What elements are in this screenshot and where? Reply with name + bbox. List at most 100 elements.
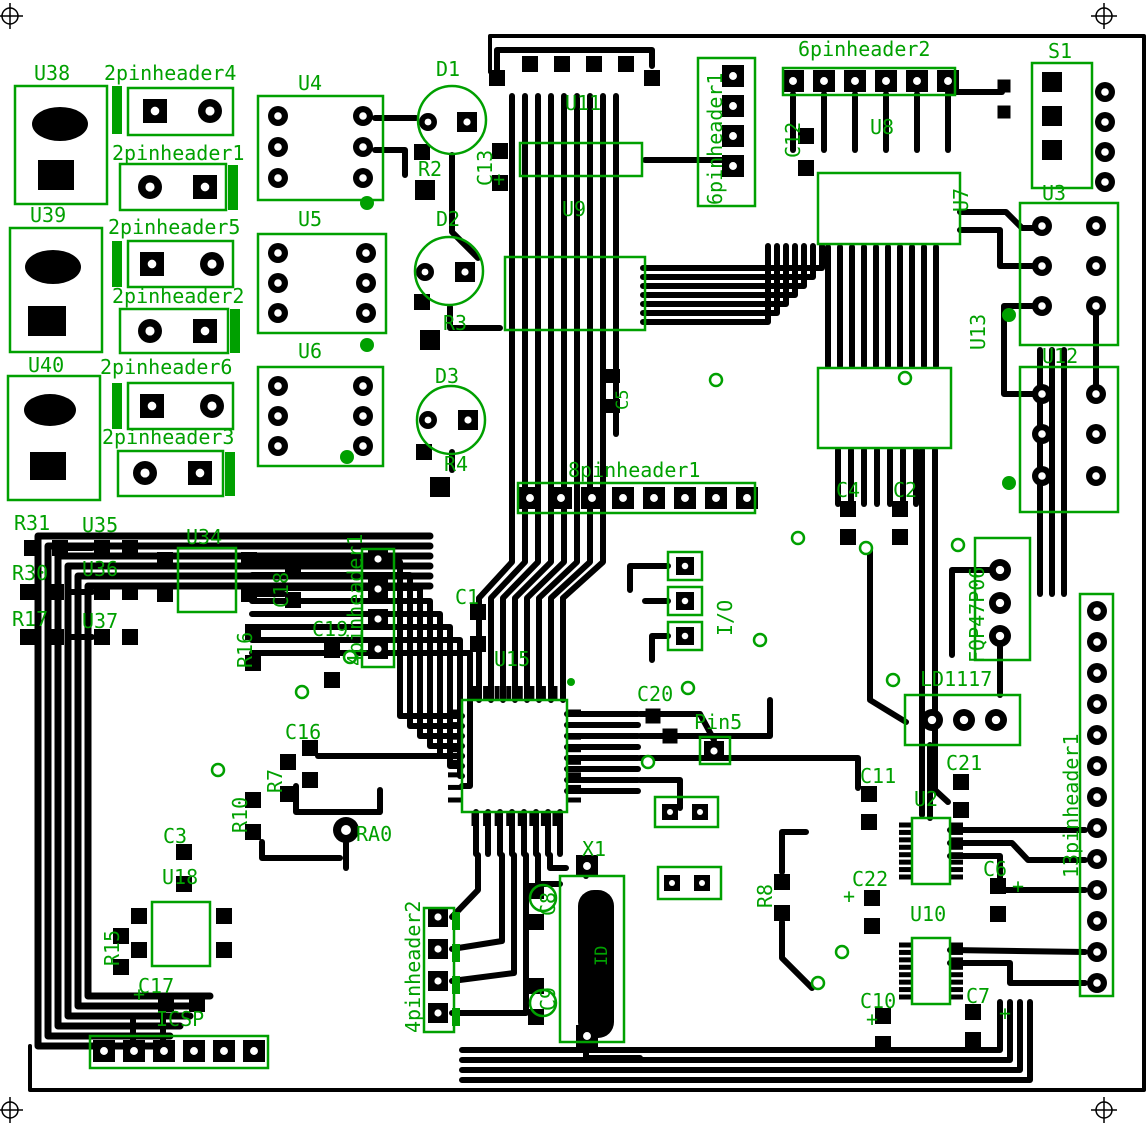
silkscreen-label: ID (592, 946, 612, 966)
silkscreen-label: R30 (12, 561, 48, 585)
qfp-pin (448, 722, 462, 728)
square-pad (522, 56, 538, 72)
silkscreen-outline (176, 546, 238, 614)
via (810, 975, 826, 991)
qfp-pin (448, 747, 462, 753)
pad-hole (1038, 390, 1046, 398)
silkscreen-label: 2pinheader3 (102, 425, 234, 449)
silkscreen-label: R31 (14, 511, 50, 535)
qfp-pin (540, 812, 546, 826)
silkscreen-label: C10 (860, 989, 896, 1013)
silkscreen-outline (973, 536, 1032, 662)
pad-hole (1093, 638, 1101, 646)
trace (947, 840, 1088, 863)
silkscreen-outline (88, 1034, 270, 1070)
square-pad (644, 70, 660, 86)
pad-hole (1092, 222, 1100, 230)
silkscreen-label: U7 (949, 188, 973, 212)
soic-pin (899, 822, 912, 828)
trace (547, 852, 569, 871)
square-pad (1042, 140, 1062, 160)
silkscreen-label: LD1117 (920, 667, 992, 691)
pad-hole (729, 102, 737, 110)
silkscreen-outline (1018, 201, 1120, 347)
pad-hole (274, 174, 282, 182)
square-pad (528, 883, 544, 899)
silkscreen-label: 2pinheader4 (104, 61, 236, 85)
silkscreen-label: C9 (536, 987, 560, 1011)
silkscreen-outline (698, 735, 732, 766)
silkscreen-label: C3 (163, 824, 187, 848)
pad-hole (1092, 262, 1100, 270)
trace (637, 755, 861, 791)
relay-coil (24, 394, 76, 426)
pad-hole (1093, 917, 1101, 925)
silkscreen-label: S1 (1048, 39, 1072, 63)
trace (640, 243, 771, 325)
silkscreen-outline (1078, 592, 1115, 998)
square-pad (618, 56, 634, 72)
pad-hole (1038, 302, 1046, 310)
pad-hole (913, 77, 921, 85)
pad-hole (274, 412, 282, 420)
square-pad (157, 586, 173, 602)
via (950, 537, 966, 553)
pad-hole (959, 715, 969, 725)
square-pad (953, 774, 969, 790)
silkscreen-label: R17 (12, 607, 48, 631)
silkscreen-label: R16 (233, 632, 257, 668)
pad-hole (1092, 430, 1100, 438)
silkscreen-label: R8 (753, 884, 777, 908)
silkscreen-circle (528, 988, 558, 1018)
silkscreen-outline (256, 232, 388, 335)
square-pad (997, 79, 1011, 93)
pad-hole (681, 562, 689, 570)
soic-pin (950, 942, 963, 948)
silkscreen-outline (910, 936, 952, 1006)
soic-pin (899, 994, 912, 1000)
pad-hole (150, 106, 160, 116)
square-pad (416, 444, 432, 460)
relay-coil (25, 250, 81, 284)
silkscreen-outline (653, 795, 720, 829)
pad-hole (1093, 669, 1101, 677)
qfp-pin (517, 812, 523, 826)
silkscreen-outline (256, 94, 385, 202)
silkscreen-outline (118, 307, 230, 355)
pad-hole (250, 1047, 258, 1055)
pad-hole (274, 442, 282, 450)
silkscreen-label: U3 (1042, 181, 1066, 205)
silkscreen-outline (656, 865, 723, 901)
silkscreen-label: U36 (82, 557, 118, 581)
pad-hole (362, 249, 370, 257)
qfp-pin (483, 686, 489, 700)
pad-hole (274, 382, 282, 390)
trace (640, 243, 807, 289)
trace (637, 697, 773, 739)
soic-pin (899, 964, 912, 970)
trace (627, 563, 671, 593)
square-pad (414, 144, 430, 160)
square-pad (280, 754, 296, 770)
pad-hole (650, 494, 658, 502)
qfp-pin (567, 709, 581, 715)
pad-hole (220, 1047, 228, 1055)
pad-hole (1092, 472, 1100, 480)
square-pad (414, 294, 430, 310)
silkscreen-label: C22 (852, 867, 888, 891)
silkscreen-outline (460, 698, 569, 814)
pad-hole (1093, 886, 1101, 894)
square-pad (840, 529, 856, 545)
silkscreen-label: U40 (28, 353, 64, 377)
pad-hole (588, 494, 596, 502)
polarity-plus: + (133, 982, 145, 1006)
silkscreen-outline (6, 374, 102, 502)
soic-pin (950, 874, 963, 880)
silkscreen-label: 2pinheader6 (100, 355, 232, 379)
trace (536, 431, 580, 703)
square-pad (861, 814, 877, 830)
trace (449, 852, 481, 920)
square-pad (216, 908, 232, 924)
pad-hole (359, 174, 367, 182)
qfp-pin (517, 686, 523, 700)
